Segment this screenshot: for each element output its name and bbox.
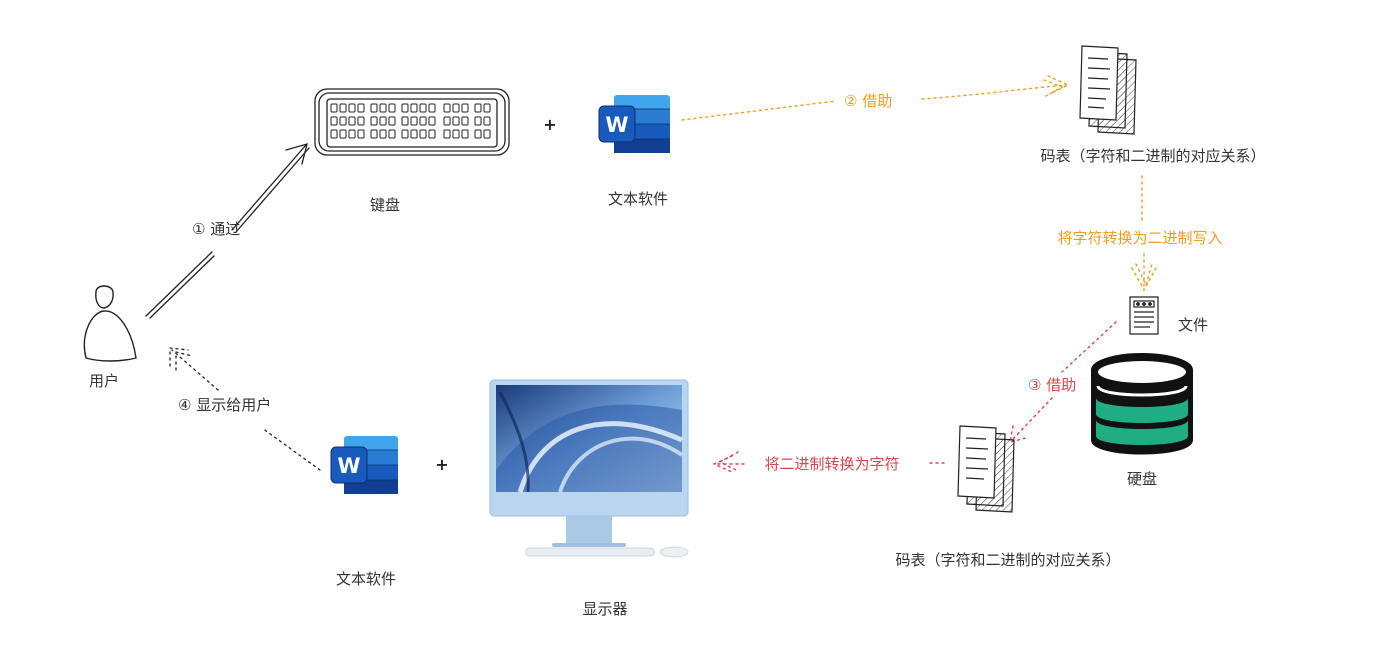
keyboard-key — [461, 129, 469, 139]
word-top-label: 文本软件 — [608, 190, 668, 208]
word-top-node: W 文本软件 — [598, 95, 670, 208]
keyboard-node: 键盘 — [314, 88, 510, 214]
document-stack-icon — [1079, 45, 1137, 135]
document-icon — [1129, 296, 1159, 335]
keyboard-key — [388, 103, 396, 113]
keyboard-key — [483, 129, 491, 139]
step4-label: ④ 显示给用户 — [178, 396, 271, 414]
code-table-top-node: 码表（字符和二进制的对应关系） — [1040, 45, 1266, 165]
user-label: 用户 — [89, 372, 119, 390]
keyboard-key — [401, 129, 409, 139]
word-bottom-node: W 文本软件 — [330, 436, 398, 588]
keyboard-key — [474, 116, 482, 126]
keyboard-key — [370, 129, 378, 139]
keyboard-key — [370, 116, 378, 126]
keyboard-key — [410, 129, 418, 139]
word-app-icon: W — [330, 436, 398, 494]
svg-text:W: W — [605, 113, 628, 137]
keyboard-key — [348, 103, 356, 113]
database-icon — [1091, 353, 1193, 455]
word-bottom-label: 文本软件 — [336, 570, 396, 588]
keyboard-key — [388, 116, 396, 126]
document-stack-icon — [957, 425, 1015, 513]
keyboard-key — [330, 103, 338, 113]
keyboard-key — [443, 103, 451, 113]
keyboard-key — [461, 103, 469, 113]
keyboard-key — [443, 129, 451, 139]
keyboard-key — [461, 116, 469, 126]
keyboard-key — [474, 129, 482, 139]
step4-arrow — [169, 347, 321, 471]
convert-back-arrow — [712, 451, 945, 473]
keyboard-key — [401, 103, 409, 113]
keyboard-key — [428, 103, 436, 113]
file-label: 文件 — [1178, 316, 1208, 334]
keyboard-key — [379, 129, 387, 139]
keyboard-key — [348, 129, 356, 139]
keyboard-key — [483, 103, 491, 113]
step1-label: ① 通过 — [192, 220, 240, 238]
monitor-label: 显示器 — [582, 600, 627, 618]
keyboard-key — [339, 116, 347, 126]
keyboard-key — [357, 103, 365, 113]
keyboard-key — [419, 116, 427, 126]
keyboard-key — [401, 116, 409, 126]
monitor-node: 显示器 — [489, 379, 689, 618]
keyboard-key — [410, 116, 418, 126]
imac-monitor-icon — [489, 379, 689, 558]
keyboard-key — [483, 116, 491, 126]
write-label: 将字符转换为二进制写入 — [1057, 229, 1222, 247]
write-arrow — [1131, 175, 1157, 292]
step3-arrow — [1009, 321, 1117, 443]
step2-arrow — [681, 75, 1070, 121]
hard-disk-label: 硬盘 — [1127, 470, 1157, 488]
keyboard-key — [370, 103, 378, 113]
keyboard-key — [474, 103, 482, 113]
code-table-top-label: 码表（字符和二进制的对应关系） — [1040, 147, 1265, 165]
person-outline-icon — [83, 285, 137, 362]
keyboard-icon — [314, 88, 510, 156]
keyboard-key — [452, 116, 460, 126]
convert-back-label: 将二进制转换为字符 — [764, 455, 899, 473]
plus-sign: + — [543, 115, 556, 134]
keyboard-label: 键盘 — [370, 196, 400, 214]
keyboard-key — [452, 103, 460, 113]
keyboard-key — [357, 116, 365, 126]
step1-arrow — [145, 143, 310, 319]
keyboard-key — [428, 129, 436, 139]
hard-disk-node: 硬盘 — [1091, 353, 1193, 488]
word-app-icon: W — [598, 95, 670, 153]
keyboard-key — [379, 103, 387, 113]
keyboard-key — [410, 103, 418, 113]
keyboard-key — [339, 103, 347, 113]
keyboard-key — [330, 116, 338, 126]
keyboard-key — [348, 116, 356, 126]
keyboard-key — [357, 129, 365, 139]
code-table-bottom-label: 码表（字符和二进制的对应关系） — [895, 551, 1120, 569]
keyboard-key — [339, 129, 347, 139]
keyboard-key — [452, 129, 460, 139]
user-node: 用户 — [83, 285, 137, 390]
keyboard-key — [443, 116, 451, 126]
step2-label: ② 借助 — [844, 92, 892, 110]
keyboard-key — [419, 129, 427, 139]
file-node: 文件 — [1129, 296, 1208, 335]
keyboard-key — [388, 129, 396, 139]
svg-text:W: W — [337, 454, 360, 478]
plus-sign: + — [435, 455, 448, 474]
code-table-bottom-node: 码表（字符和二进制的对应关系） — [895, 425, 1121, 569]
keyboard-key — [428, 116, 436, 126]
keyboard-key — [419, 103, 427, 113]
step3-label: ③ 借助 — [1028, 376, 1076, 394]
keyboard-key — [379, 116, 387, 126]
keyboard-key — [330, 129, 338, 139]
